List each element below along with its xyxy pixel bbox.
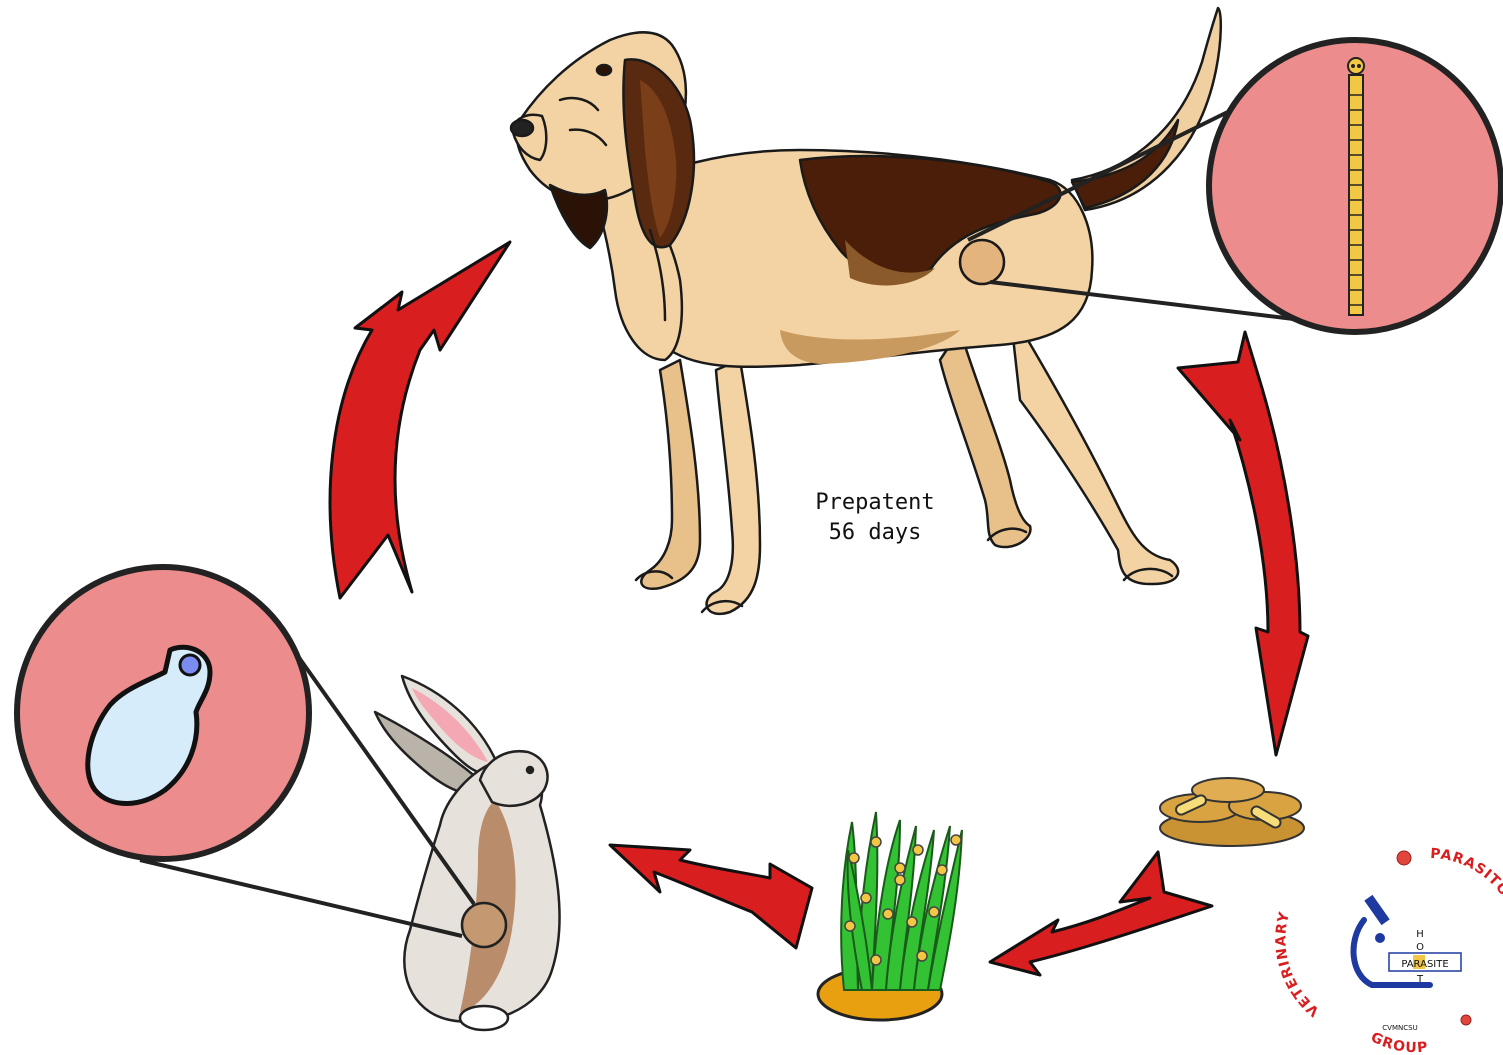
rabbit-illustration bbox=[375, 676, 560, 1030]
logo-host-h: H bbox=[1416, 929, 1424, 940]
tapeworm-icon bbox=[1348, 58, 1364, 315]
logo-host-t: T bbox=[1416, 974, 1424, 985]
svg-text:GROUP: GROUP bbox=[1368, 1029, 1429, 1055]
vet-parasitology-logo: VETERINARY PARASITOLOGY GROUP H O PARASI… bbox=[1273, 846, 1503, 1055]
logo-host-o: O bbox=[1416, 942, 1424, 953]
logo-center-small: CVMNCSU bbox=[1382, 1024, 1417, 1032]
logo-ring-right: PARASITOLOGY bbox=[1430, 846, 1503, 941]
logo-ring-left: VETERINARY bbox=[1273, 910, 1322, 1019]
svg-text:PARASITOLOGY: PARASITOLOGY bbox=[1430, 846, 1503, 941]
logo-center-word: PARASITE bbox=[1401, 959, 1448, 970]
svg-text:VETERINARY: VETERINARY bbox=[1273, 910, 1322, 1019]
feces-pile-icon bbox=[1160, 778, 1304, 846]
prepatent-caption: Prepatent 56 days bbox=[790, 488, 960, 548]
logo-ring-bottom: GROUP bbox=[1368, 1029, 1429, 1055]
prepatent-label: Prepatent bbox=[790, 488, 960, 518]
prepatent-duration: 56 days bbox=[790, 518, 960, 548]
grass-with-eggs-icon bbox=[818, 812, 962, 1020]
